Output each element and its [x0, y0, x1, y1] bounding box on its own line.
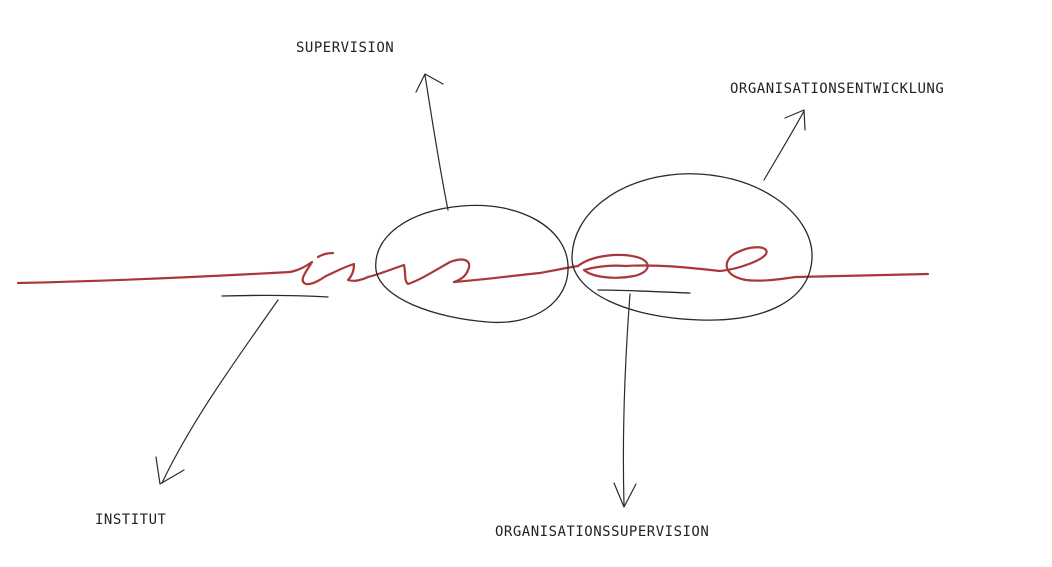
- logo-letter-i: [288, 260, 328, 286]
- logo-dot-i: [316, 251, 335, 259]
- logo-baseline-left: [16, 270, 292, 285]
- arrow-oe-head: [784, 109, 806, 131]
- label-organisationsentwicklung: ORGANISATIONSENTWICKLUNG: [730, 81, 945, 97]
- logo-baseline-right: [794, 272, 930, 279]
- ellipse-organisationsentwicklung: [571, 173, 813, 321]
- label-supervision: SUPERVISION: [296, 40, 395, 56]
- label-organisationssupervision: ORGANISATIONSSUPERVISION: [495, 524, 710, 540]
- underline-institut: [221, 294, 329, 298]
- arrow-os-head: [613, 482, 637, 508]
- underline-organisationssupervision: [597, 289, 691, 294]
- arrow-oe-line: [763, 110, 805, 181]
- arrow-os-line: [622, 293, 631, 506]
- ellipse-supervision: [375, 204, 569, 324]
- arrow-supervision-line: [424, 74, 449, 211]
- logo-letter-v: [366, 258, 471, 286]
- sketch-annotations: [155, 73, 813, 508]
- arrow-institut-line: [161, 299, 279, 484]
- logo-letter-s: [324, 262, 370, 282]
- logo-connector-vo: [452, 264, 580, 284]
- logo-letter-o: [576, 253, 649, 279]
- arrow-supervision-head: [415, 73, 444, 93]
- arrow-institut-head: [155, 456, 185, 485]
- isvoe-logo: [16, 246, 930, 286]
- label-institut: INSTITUT: [95, 512, 167, 528]
- logo-letter-e: [624, 246, 798, 282]
